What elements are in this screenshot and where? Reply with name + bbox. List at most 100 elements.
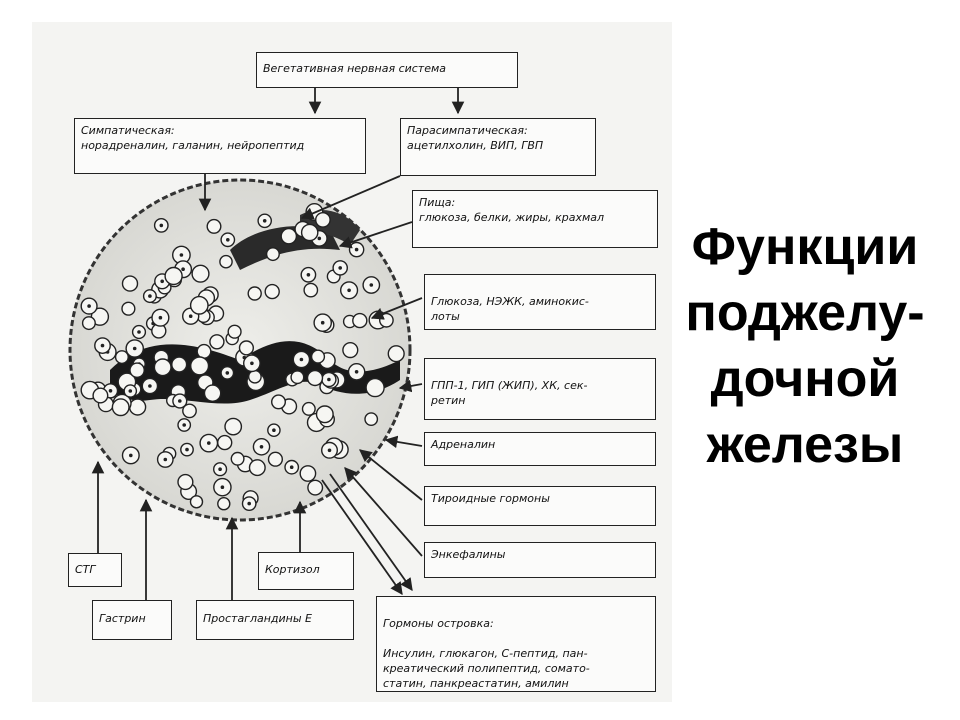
title-line-3: дочной [710,350,900,408]
cell-nucleus [250,361,254,366]
adrenaline-label: Адреналин [431,438,496,451]
islet-cell [364,412,379,426]
ans-box: Вегетативная нервная система [256,52,518,88]
islet-cell [387,345,405,363]
enkephalins-label: Энкефалины [431,548,506,561]
cell-nucleus [338,266,343,270]
islet-cell [378,312,394,328]
islet-cell [299,465,317,482]
cell-nucleus [178,399,182,403]
cell-nucleus [129,453,133,458]
cell-nucleus [259,445,264,449]
islet-cell [189,495,204,509]
cell-nucleus [181,267,185,272]
arrow-food-to-islet [338,221,413,249]
slide-title: Функции поджелу- дочной железы [660,214,950,478]
arrow-islet-to-hormones-1 [329,473,413,592]
islet-illustration [68,178,412,522]
arrow-islet-to-hormones-2 [321,479,403,596]
cell-nucleus [327,448,332,453]
arrow-glucose-to-islet [370,297,423,320]
islet-cell [247,286,262,301]
islet-cell [314,211,331,228]
title-line-4: железы [706,416,904,474]
islet-cell [217,497,231,511]
cell-nucleus [289,465,294,470]
islet-cell [111,398,130,417]
cell-nucleus [354,247,359,252]
cell-nucleus [220,485,225,490]
cell-nucleus [163,457,168,462]
cell-nucleus [247,501,251,506]
islet-cell [301,401,316,416]
cell-nucleus [148,384,152,388]
cell-nucleus [160,279,164,284]
islet-cell [153,358,172,377]
arrow-glp-to-islet [398,379,423,393]
food-box: Пища: глюкоза, белки, жиры, крахмал [412,190,658,248]
cell-nucleus [185,447,189,452]
islet-cell [307,479,324,496]
islet-cell [267,451,284,467]
glucose-label: Глюкоза, НЭЖК, аминокис- лоты [431,295,589,323]
cell-nucleus [262,219,267,223]
gastrin-label: Гастрин [99,612,146,625]
islet-cell [290,370,305,385]
parasympathetic-body: ацетилхолин, ВИП, ГВП [407,139,544,152]
islet-cell [230,451,245,466]
islet-cell [227,324,242,339]
islet-cell [81,316,96,331]
cell-nucleus [306,273,311,277]
sympathetic-body: норадреналин, галанин, нейропептид [81,139,305,152]
islet-cell [352,312,368,329]
arrow-adrenaline-to-islet [384,435,423,449]
cell-nucleus [148,294,152,298]
islet-hormones-title: Гормоны островка: [383,617,494,630]
stg-box: СТГ [68,553,122,587]
islet-cell [342,342,359,359]
islet-cell [92,387,109,404]
islet-cell [177,473,194,491]
sympathetic-title: Симпатическая: [81,124,175,137]
islet-cell [129,362,145,379]
islet-cell [247,369,262,384]
glp-box: ГПП-1, ГИП (ЖИП), ХК, сек- ретин [424,358,656,420]
cell-nucleus [354,370,359,374]
islet-cell [164,266,183,286]
islet-cell [196,343,212,359]
cell-nucleus [320,320,325,325]
gastrin-box: Гастрин [92,600,172,640]
thyroid-label: Тироидные гормоны [431,492,550,505]
cell-nucleus [317,236,322,241]
islet-cell [365,377,385,398]
cortisol-box: Кортизол [258,552,354,590]
islet-cell [300,223,319,242]
title-line-2: поджелу- [685,284,925,342]
cell-nucleus [100,343,105,348]
sympathetic-box: Симпатическая: норадреналин, галанин, не… [74,118,366,174]
islet-cell [190,356,210,376]
islet-cell [206,218,222,234]
parasympathetic-box: Парасимпатическая: ацетилхолин, ВИП, ГВП [400,118,596,176]
arrow-thyroid-to-islet [359,449,423,501]
islet-cells [80,202,405,511]
islet-cell [114,350,129,365]
cell-nucleus [137,330,141,334]
cell-nucleus [132,346,137,351]
islet-cell [265,247,280,262]
thyroid-box: Тироидные гормоны [424,486,656,526]
cell-nucleus [128,389,133,393]
cell-nucleus [159,223,164,228]
cell-nucleus [87,304,91,308]
islet-cell [191,264,210,283]
cell-nucleus [218,467,222,472]
cell-nucleus [179,253,184,257]
islet-cell [121,301,136,316]
arrow-enkephalins-to-islet [344,467,423,557]
glucose-box: Глюкоза, НЭЖК, аминокис- лоты [424,274,656,330]
glp-label: ГПП-1, ГИП (ЖИП), ХК, сек- ретин [431,379,588,407]
islet-cell [303,282,319,298]
islet-cell [209,334,225,350]
enkephalins-box: Энкефалины [424,542,656,578]
